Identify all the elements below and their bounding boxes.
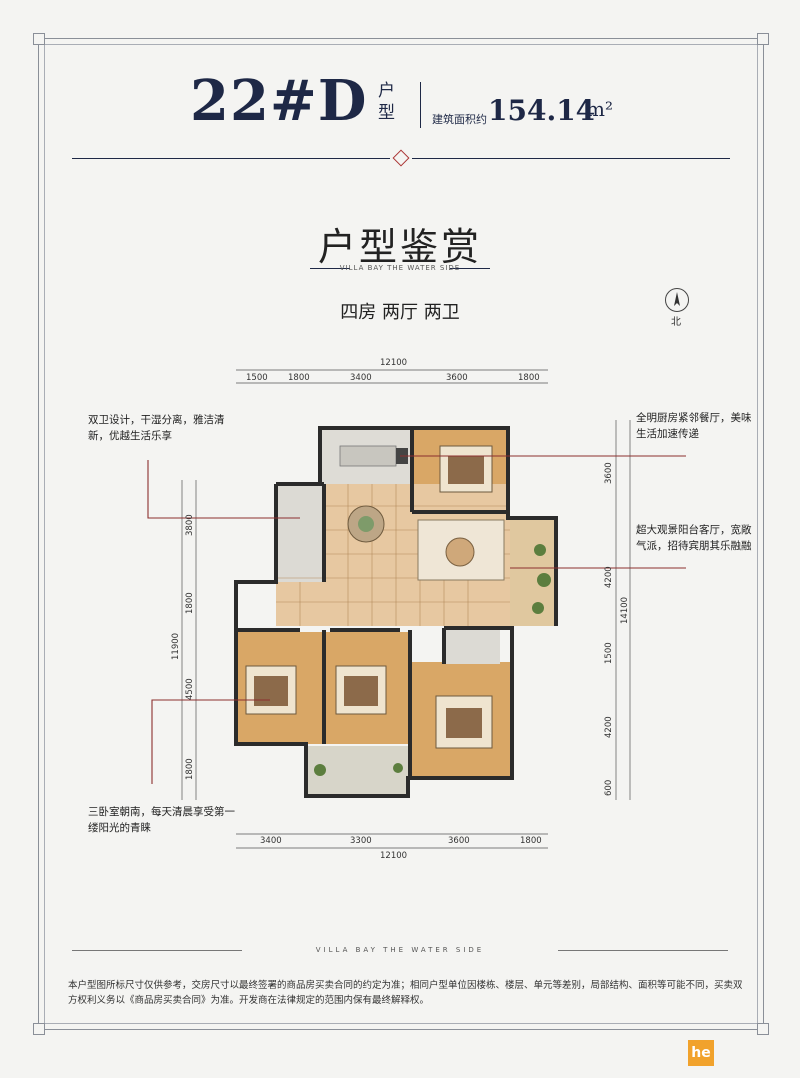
frame-corner	[33, 33, 45, 45]
dim-bottom-4: 1800	[520, 836, 542, 846]
area-label: 建筑面积约	[432, 113, 487, 126]
header-rule-left	[72, 158, 390, 159]
unit-type-label: 户型	[378, 81, 395, 123]
room-summary: 四房 两厅 两卫	[340, 302, 460, 323]
frame-corner	[757, 33, 769, 45]
dim-top-3: 3400	[350, 373, 372, 383]
dim-right-1: 3600	[604, 462, 614, 484]
dim-bottom-total: 12100	[380, 851, 408, 861]
dim-bottom-2: 3300	[350, 836, 372, 846]
dim-right-total: 14100	[620, 596, 630, 624]
frame-corner	[33, 1023, 45, 1035]
dim-top-total: 12100	[380, 358, 408, 368]
unit-number: 22#D	[190, 68, 368, 134]
outer-frame	[38, 38, 764, 1030]
dim-top-2: 1800	[288, 373, 310, 383]
page-title: 户型鉴赏	[317, 225, 482, 269]
footer-rule-right	[558, 950, 728, 951]
title-rule-left	[310, 268, 350, 269]
title-rule-right	[450, 268, 490, 269]
area-unit: m²	[586, 97, 613, 121]
title-subtitle: VILLA BAY THE WATER SIDE	[339, 264, 461, 272]
compass-label: 北	[671, 317, 681, 328]
brand-logo: he	[688, 1040, 714, 1066]
dim-bottom-3: 3600	[448, 836, 470, 846]
dim-bottom-1: 3400	[260, 836, 282, 846]
annotation-kitchen: 全明厨房紧邻餐厅，美味生活加速传递	[636, 412, 752, 440]
inner-frame	[44, 44, 758, 1024]
dim-left-3: 4500	[185, 678, 195, 700]
annotation-bedroom: 三卧室朝南，每天清晨享受第一缕阳光的青睐	[88, 806, 235, 834]
dim-left-total: 11900	[171, 632, 181, 660]
area-value: 154.14	[488, 94, 596, 127]
dim-right-2: 4200	[604, 566, 614, 588]
annotation-bath: 双卫设计，干湿分离，雅洁清新，优越生活乐享	[88, 414, 225, 442]
header-divider	[420, 82, 421, 128]
footer-rule-left	[72, 950, 242, 951]
compass-icon	[665, 288, 689, 312]
dim-top-4: 3600	[446, 373, 468, 383]
dim-left-4: 1800	[185, 758, 195, 780]
dim-right-3: 1500	[604, 642, 614, 664]
footer-subtitle: VILLA BAY THE WATER SIDE	[315, 946, 485, 954]
dim-right-5: 600	[604, 779, 614, 796]
annotation-living: 超大观景阳台客厅，宽敞气派，招待宾朋其乐融融	[636, 524, 752, 552]
frame-corner	[757, 1023, 769, 1035]
dim-top-5: 1800	[518, 373, 540, 383]
dim-top-1: 1500	[246, 373, 268, 383]
dim-left-2: 1800	[185, 592, 195, 614]
dim-left-1: 3800	[185, 514, 195, 536]
header-rule-right	[412, 158, 730, 159]
dim-right-4: 4200	[604, 716, 614, 738]
disclaimer-text: 本户型图所标尺寸仅供参考，交房尺寸以最终签署的商品房买卖合同的约定为准；相同户型…	[68, 980, 743, 1006]
